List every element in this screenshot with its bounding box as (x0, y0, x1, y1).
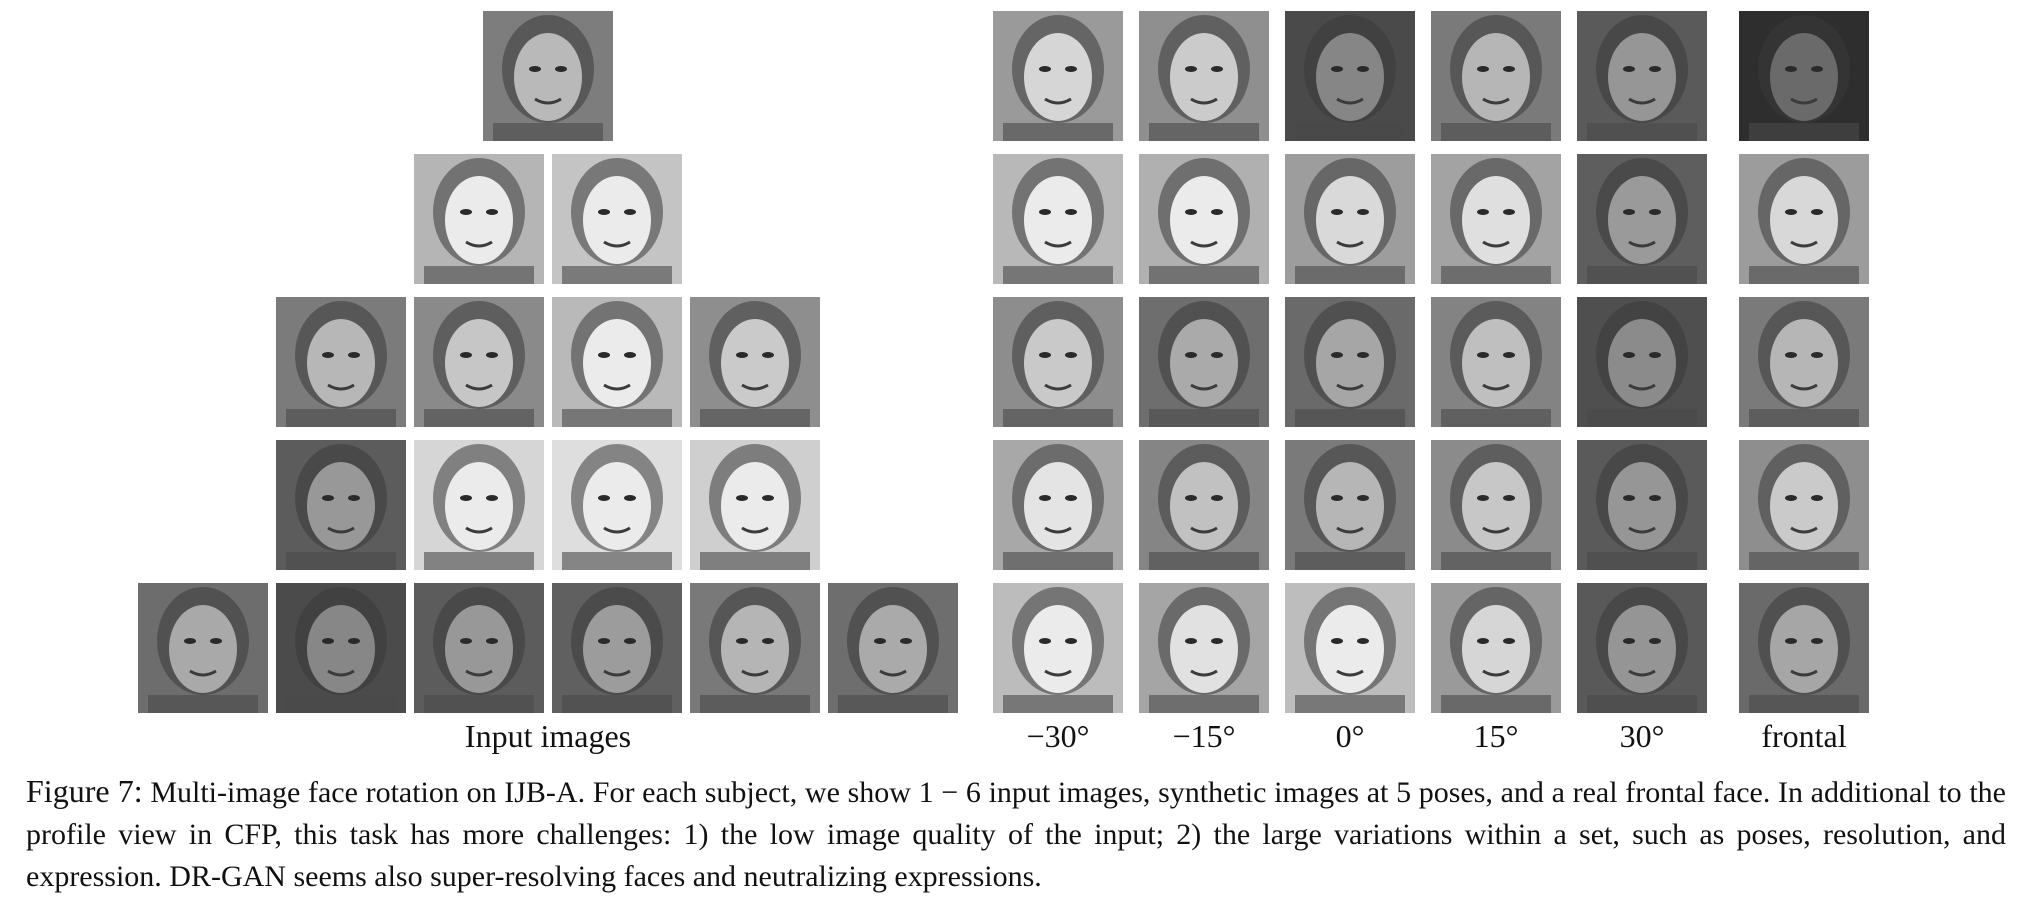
input-face-image (552, 154, 682, 284)
input-face-image (552, 440, 682, 570)
input-face-image (414, 154, 544, 284)
synthetic-face-image (1431, 154, 1561, 284)
synthetic-face-image (993, 583, 1123, 713)
frontal-face-image (1739, 583, 1869, 713)
figure-caption: Figure 7: Multi-image face rotation on I… (26, 770, 2006, 898)
synthetic-face-image (1577, 440, 1707, 570)
input-face-image (276, 583, 406, 713)
caption-text: Multi-image face rotation on IJB-A. For … (26, 776, 2006, 893)
pose-label-minus-30: −30° (1026, 718, 1090, 754)
input-face-image (138, 583, 268, 713)
synthetic-face-image (1577, 154, 1707, 284)
frontal-face-image (1739, 440, 1869, 570)
pose-label-0: 0° (1335, 718, 1365, 754)
frontal-label: frontal (1761, 718, 1847, 754)
synthetic-face-image (1139, 583, 1269, 713)
synthetic-face-image (1431, 440, 1561, 570)
synthetic-face-image (993, 154, 1123, 284)
input-face-image (483, 11, 613, 141)
input-face-image (414, 583, 544, 713)
synthetic-face-image (1577, 583, 1707, 713)
input-face-image (690, 583, 820, 713)
pose-label-minus-15: −15° (1172, 718, 1236, 754)
synthetic-face-image (993, 297, 1123, 427)
input-face-image (276, 297, 406, 427)
input-face-image (552, 297, 682, 427)
frontal-face-image (1739, 154, 1869, 284)
input-face-image (552, 583, 682, 713)
synthetic-face-image (1139, 11, 1269, 141)
synthetic-face-image (1285, 440, 1415, 570)
synthetic-face-image (1431, 297, 1561, 427)
input-face-image (690, 440, 820, 570)
input-images-label: Input images (464, 718, 632, 754)
input-face-image (828, 583, 958, 713)
synthetic-face-image (1431, 583, 1561, 713)
pose-label-30: 30° (1619, 718, 1665, 754)
synthetic-face-image (1431, 11, 1561, 141)
synthetic-face-image (1285, 583, 1415, 713)
input-face-image (690, 297, 820, 427)
frontal-face-image (1739, 297, 1869, 427)
synthetic-face-image (1285, 297, 1415, 427)
synthetic-face-image (993, 11, 1123, 141)
synthetic-face-image (1285, 154, 1415, 284)
synthetic-face-image (1577, 11, 1707, 141)
input-face-image (414, 440, 544, 570)
figure (138, 11, 1869, 713)
input-face-image (414, 297, 544, 427)
input-face-image (276, 440, 406, 570)
synthetic-face-image (1139, 154, 1269, 284)
frontal-face-image (1739, 11, 1869, 141)
synthetic-face-image (993, 440, 1123, 570)
pose-label-15: 15° (1473, 718, 1519, 754)
synthetic-face-image (1139, 297, 1269, 427)
synthetic-face-image (1577, 297, 1707, 427)
figure-number: Figure 7: (26, 773, 143, 809)
synthetic-face-image (1285, 11, 1415, 141)
synthetic-face-image (1139, 440, 1269, 570)
